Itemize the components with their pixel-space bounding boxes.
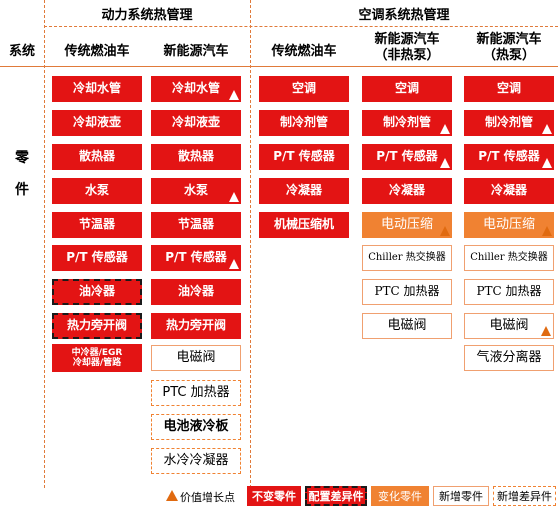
part-cell: 空调 — [464, 76, 554, 102]
value-growth-icon — [541, 326, 551, 336]
power-nev-header: 新能源汽车 — [163, 44, 229, 59]
part-cell: 油冷器 — [151, 279, 241, 305]
part-cell: 电磁阀 — [151, 345, 241, 371]
part-cell: 制冷剂管 — [259, 110, 349, 136]
value-growth-icon — [440, 158, 450, 168]
value-growth-icon — [440, 226, 450, 236]
part-cell: Chiller 热交换器 — [464, 245, 554, 271]
part-cell: PTC 加热器 — [464, 279, 554, 305]
part-cell: P/T 传感器 — [362, 144, 452, 170]
part-cell: 冷凝器 — [362, 178, 452, 204]
legend-new-diff: 新增差异件 — [493, 486, 556, 506]
ac-nonhp-header-line2: （非热泵） — [374, 48, 440, 63]
part-cell: 热力旁开阀 — [151, 313, 241, 339]
part-cell: 散热器 — [151, 144, 241, 170]
part-cell: 空调 — [362, 76, 452, 102]
part-cell: P/T 传感器 — [151, 245, 241, 271]
part-cell: 冷凝器 — [464, 178, 554, 204]
part-cell: 冷凝器 — [259, 178, 349, 204]
part-cell: 电池液冷板 — [151, 414, 241, 440]
parts-row-label: 零 件 — [15, 150, 29, 198]
value-growth-icon — [440, 124, 450, 134]
legend-changed: 变化零件 — [371, 486, 429, 506]
header-divider — [0, 66, 558, 67]
value-growth-icon — [229, 192, 239, 202]
part-cell: 水泵 — [52, 178, 142, 204]
part-cell: P/T 传感器 — [259, 144, 349, 170]
part-cell: PTC 加热器 — [151, 380, 241, 406]
ac-traditional-header: 传统燃油车 — [271, 44, 337, 59]
legend-triangle-icon — [166, 490, 178, 501]
part-cell: 冷却水管 — [52, 76, 142, 102]
ac-hp-header-line1: 新能源汽车 — [476, 32, 542, 47]
legend-unchanged: 不变零件 — [247, 486, 301, 506]
value-growth-icon — [229, 259, 239, 269]
part-cell: 水泵 — [151, 178, 241, 204]
part-cell: 热力旁开阀 — [52, 313, 142, 339]
legend-new-part: 新增零件 — [433, 486, 489, 506]
part-cell: P/T 传感器 — [52, 245, 142, 271]
part-cell: 节温器 — [52, 212, 142, 238]
ac-hp-header-line2: （热泵） — [482, 48, 535, 63]
power-traditional-header: 传统燃油车 — [64, 44, 130, 59]
column-divider-power-ac — [250, 0, 251, 488]
legend-value-growth: 价值增长点 — [180, 491, 235, 504]
part-cell: 制冷剂管 — [464, 110, 554, 136]
part-cell: 电磁阀 — [464, 313, 554, 339]
column-divider-system — [44, 0, 45, 488]
part-cell: 电磁阀 — [362, 313, 452, 339]
part-cell: 水冷冷凝器 — [151, 448, 241, 474]
part-cell: 空调 — [259, 76, 349, 102]
part-cell: 冷却水管 — [151, 76, 241, 102]
part-cell: Chiller 热交换器 — [362, 245, 452, 271]
part-cell: 冷却液壶 — [151, 110, 241, 136]
ac-system-header: 空调系统热管理 — [358, 8, 450, 23]
part-cell: 中冷器/EGR 冷却器/管路 — [52, 344, 142, 372]
power-system-header: 动力系统热管理 — [101, 8, 193, 23]
part-cell: 节温器 — [151, 212, 241, 238]
top-divider — [44, 26, 558, 27]
part-cell: 冷却液壶 — [52, 110, 142, 136]
part-cell: 制冷剂管 — [362, 110, 452, 136]
value-growth-icon — [542, 226, 552, 236]
part-cell: 机械压缩机 — [259, 212, 349, 238]
part-cell: 散热器 — [52, 144, 142, 170]
part-cell: PTC 加热器 — [362, 279, 452, 305]
part-cell: P/T 传感器 — [464, 144, 554, 170]
system-label: 系统 — [8, 44, 35, 59]
legend-config-diff: 配置差异件 — [305, 486, 367, 506]
part-cell: 油冷器 — [52, 279, 142, 305]
value-growth-icon — [542, 158, 552, 168]
part-cell: 电动压缩 — [464, 212, 554, 238]
value-growth-icon — [229, 90, 239, 100]
part-cell: 电动压缩 — [362, 212, 452, 238]
part-cell: 气液分离器 — [464, 345, 554, 371]
ac-nonhp-header-line1: 新能源汽车 — [374, 32, 440, 47]
value-growth-icon — [542, 124, 552, 134]
